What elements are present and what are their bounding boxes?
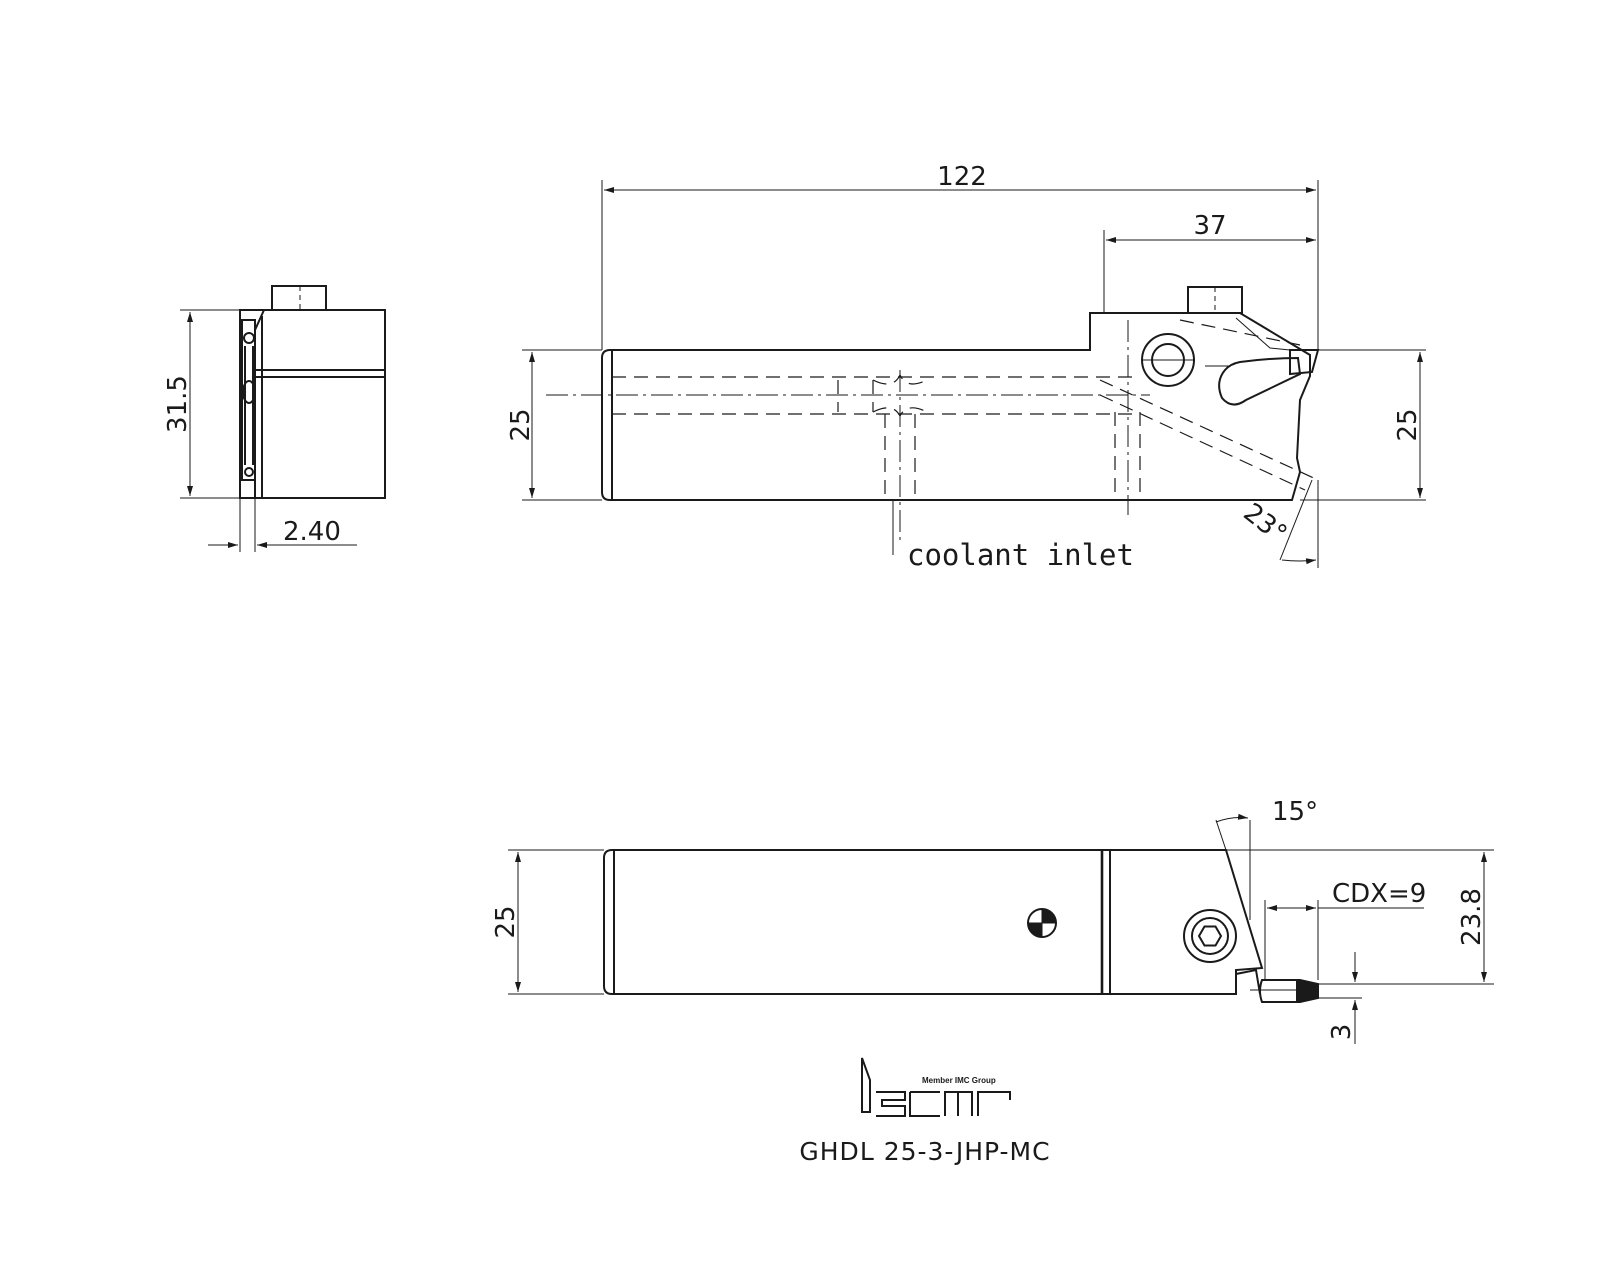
end-view: 31.5 2.40 [163,285,386,552]
front-view: 122 37 25 25 23° coolant inlet [506,162,1426,572]
top-view-outline [603,849,1264,995]
clamp-lever [1218,356,1302,406]
dim-side-offset: 2.40 [283,517,341,547]
top-clamp-screw [1183,909,1237,963]
dim-head-width: 23.8 [1457,888,1487,946]
clamp-screw-head [271,285,327,311]
dim-shank-height-right: 25 [1393,408,1423,441]
iscar-logo: Member IMC Group [861,1057,1011,1117]
front-view-outline [601,312,1311,501]
dim-overall-length: 122 [937,162,987,192]
dim-head-length: 37 [1193,211,1226,241]
dim-cdx: CDX=9 [1332,879,1426,909]
grooving-insert [1289,349,1320,376]
dim-angle-bottom: 23° [1238,498,1293,550]
logo-tagline: Member IMC Group [922,1076,996,1085]
dim-line-angle-top [1215,813,1249,823]
dim-shank-height-left: 25 [506,408,536,441]
dim-angle-top: 15° [1272,797,1318,827]
dim-line-angle-bottom [1281,558,1317,565]
dim-side-height: 31.5 [163,375,193,433]
dim-top-view-height: 25 [491,905,521,938]
top-view: 25 15° CDX=9 23.8 3 [491,797,1494,1044]
part-number: GHDL 25-3-JHP-MC [799,1137,1050,1166]
dim-insert-width: 3 [1327,1024,1357,1041]
coolant-inlet-label: coolant inlet [907,538,1134,572]
end-view-insert-strip [241,319,256,481]
